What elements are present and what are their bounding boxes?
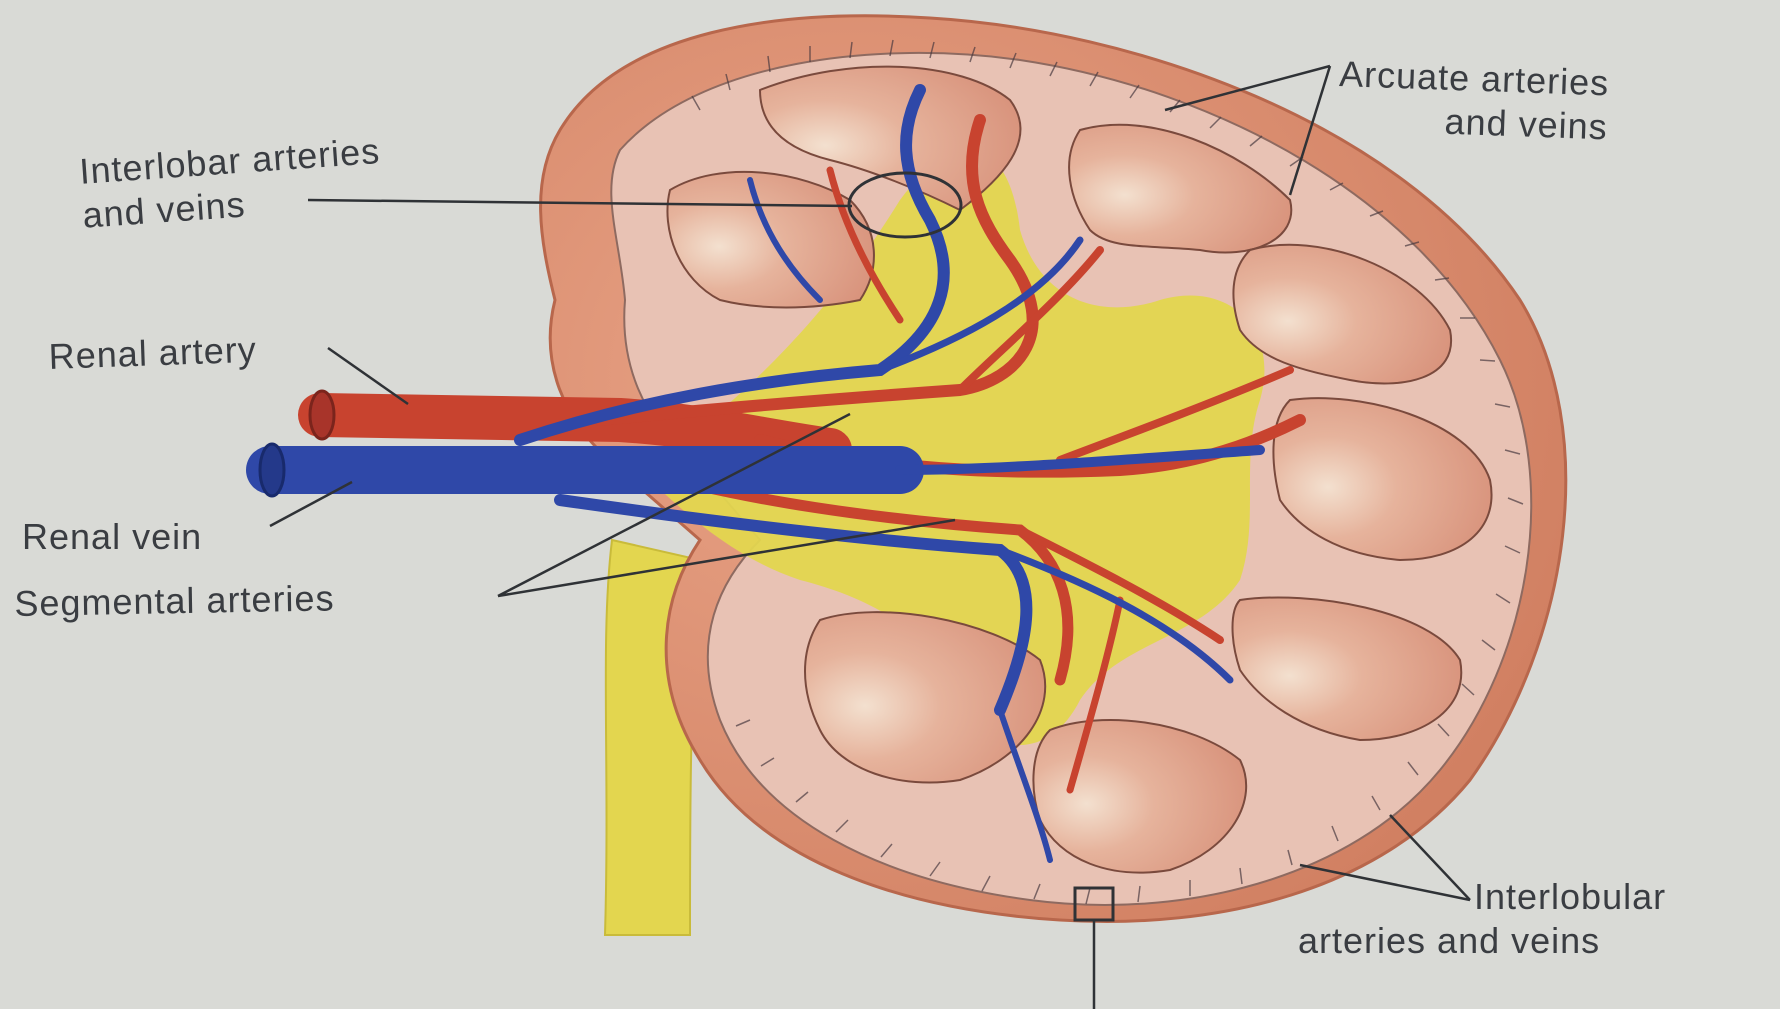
label-segmental-arteries: Segmental arteries [14,576,335,626]
label-renal-vein-text: Renal vein [22,515,202,559]
label-arcuate-line2: and veins [1337,96,1608,149]
renal-artery-opening [310,391,334,439]
label-arcuate-line1: Arcuate arteries [1338,52,1609,105]
label-arcuate: Arcuate arteries and veins [1337,52,1610,149]
label-renal-artery: Renal artery [48,328,258,379]
renal-vein-opening [260,444,284,496]
label-renal-artery-text: Renal artery [48,328,258,379]
label-interlobular-line1: Interlobular [1298,875,1666,919]
label-interlobular-line2: arteries and veins [1298,919,1666,963]
label-interlobular: Interlobular arteries and veins [1298,875,1666,963]
label-renal-vein: Renal vein [22,515,202,559]
label-segmental-arteries-text: Segmental arteries [14,576,335,626]
